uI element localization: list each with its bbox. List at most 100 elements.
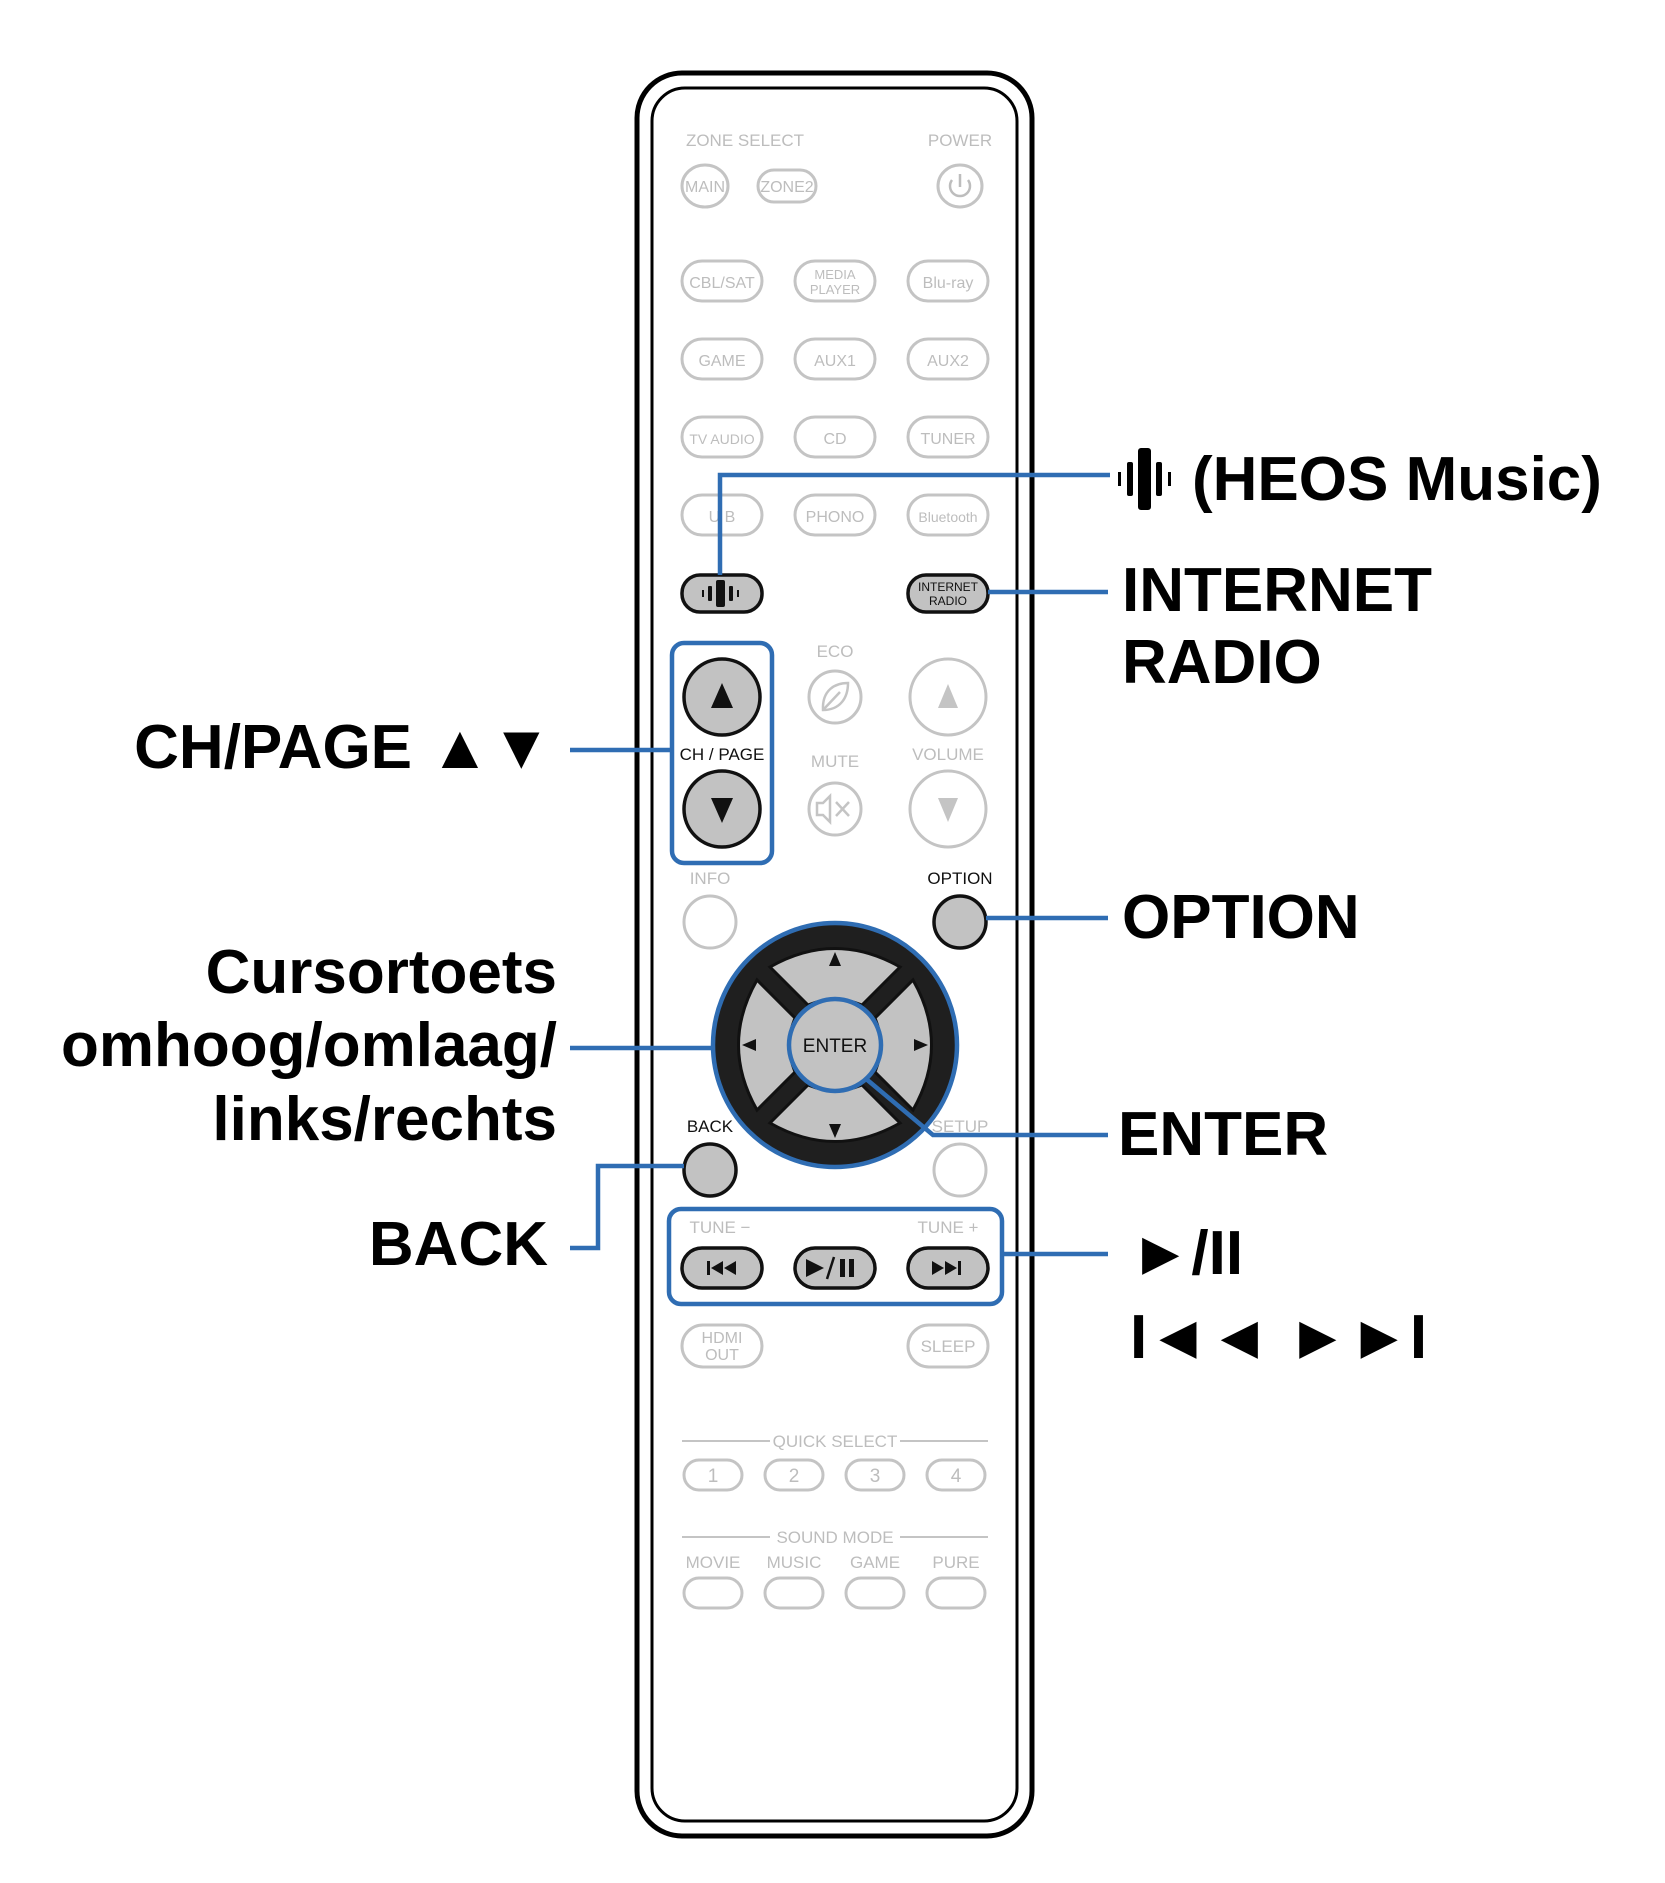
play-pause-button[interactable] xyxy=(793,1246,877,1290)
ch-page-highlight xyxy=(669,640,775,866)
eco-label: ECO xyxy=(817,642,854,661)
heos-callout-icon xyxy=(1118,448,1171,510)
enter-callout-label: ENTER xyxy=(1118,1100,1328,1169)
mute-button[interactable] xyxy=(807,781,863,837)
quick-select-3-button[interactable]: 3 xyxy=(844,1458,906,1492)
phono-button[interactable]: PHONO xyxy=(793,493,877,537)
heos-callout-label: (HEOS Music) xyxy=(1192,445,1602,514)
game-mode-label: GAME xyxy=(850,1553,900,1572)
power-icon xyxy=(948,174,972,198)
option-label: OPTION xyxy=(927,869,992,888)
aux2-button[interactable]: AUX2 xyxy=(906,337,990,381)
quick-select-3-label: 3 xyxy=(870,1466,881,1487)
back-callout-line xyxy=(570,1163,684,1251)
bluray-label: Blu-ray xyxy=(923,275,974,292)
internet-radio-callout-label-1: INTERNET xyxy=(1122,556,1432,625)
internet-radio-button-label-1: INTERNET xyxy=(918,580,979,594)
quick-select-1-button[interactable]: 1 xyxy=(682,1458,744,1492)
mute-icon xyxy=(815,792,850,826)
movie-label: MOVIE xyxy=(686,1553,741,1572)
play-pause-callout-label: ►/II xyxy=(1130,1219,1243,1288)
enter-highlight xyxy=(786,996,884,1094)
cbl-sat-label: CBL/SAT xyxy=(689,275,755,292)
volume-down-icon xyxy=(938,798,958,822)
volume-up-button[interactable] xyxy=(908,657,988,737)
media-player-button[interactable]: MEDIA PLAYER xyxy=(793,259,877,303)
main-button[interactable]: MAIN xyxy=(680,163,730,209)
quick-select-4-button[interactable]: 4 xyxy=(925,1458,987,1492)
phono-label: PHONO xyxy=(806,509,865,526)
skip-forward-button[interactable] xyxy=(906,1246,990,1290)
quick-select-4-label: 4 xyxy=(951,1466,962,1487)
setup-label: SETUP xyxy=(932,1117,989,1136)
cursor-up-icon xyxy=(829,952,841,966)
setup-button[interactable] xyxy=(932,1142,988,1198)
quick-select-2-label: 2 xyxy=(789,1466,800,1487)
music-label: MUSIC xyxy=(767,1553,822,1572)
tv-audio-button[interactable]: TV AUDIO xyxy=(680,415,764,459)
cursor-left-icon xyxy=(742,1039,756,1051)
game-mode-button[interactable] xyxy=(844,1576,906,1610)
power-button[interactable] xyxy=(936,163,984,209)
heos-button[interactable] xyxy=(680,573,764,614)
movie-button[interactable] xyxy=(682,1576,744,1610)
pure-label: PURE xyxy=(932,1553,979,1572)
ch-page-callout-label: CH/PAGE ▲▼ xyxy=(134,713,552,782)
aux2-label: AUX2 xyxy=(927,353,969,370)
tune-highlight xyxy=(666,1206,1005,1307)
info-button[interactable] xyxy=(682,894,738,950)
enter-button-label: ENTER xyxy=(803,1036,867,1057)
tuner-button[interactable]: TUNER xyxy=(906,415,990,459)
sleep-button[interactable]: SLEEP xyxy=(906,1323,990,1369)
quick-select-2-button[interactable]: 2 xyxy=(763,1458,825,1492)
skip-back-button[interactable] xyxy=(680,1246,764,1290)
tune-minus-label: TUNE − xyxy=(690,1218,751,1237)
pure-button[interactable] xyxy=(925,1576,987,1610)
ch-page-up-icon xyxy=(711,683,733,708)
zone-select-label: ZONE SELECT xyxy=(686,131,804,150)
bluray-button[interactable]: Blu-ray xyxy=(906,259,990,303)
skip-callout-label: I◄◄ ►►I xyxy=(1130,1303,1427,1372)
back-callout-label: BACK xyxy=(369,1210,548,1279)
eco-button[interactable] xyxy=(807,669,863,725)
mute-label: MUTE xyxy=(811,752,859,771)
play-pause-icon xyxy=(806,1256,854,1280)
remote-body-inner xyxy=(650,86,1019,1823)
cursor-callout-label-1: Cursortoets xyxy=(206,938,557,1007)
ch-page-down-icon xyxy=(711,798,733,823)
cbl-sat-button[interactable]: CBL/SAT xyxy=(680,259,764,303)
zone2-button[interactable]: ZONE2 xyxy=(756,168,818,204)
media-player-label-2: PLAYER xyxy=(810,282,860,297)
ch-page-up-button[interactable] xyxy=(682,657,762,737)
back-button[interactable] xyxy=(682,1142,738,1198)
tune-plus-label: TUNE + xyxy=(918,1218,979,1237)
cursor-down-icon xyxy=(829,1124,841,1138)
game-label: GAME xyxy=(698,353,745,370)
volume-down-button[interactable] xyxy=(908,769,988,849)
internet-radio-button[interactable]: INTERNET RADIO xyxy=(906,573,990,614)
cursor-pad: ENTER xyxy=(710,920,960,1170)
quick-select-label: QUICK SELECT xyxy=(773,1432,898,1451)
ch-page-down-button[interactable] xyxy=(682,769,762,849)
music-button[interactable] xyxy=(763,1576,825,1610)
media-player-label-1: MEDIA xyxy=(814,267,856,282)
quick-select-1-label: 1 xyxy=(708,1466,719,1487)
sound-mode-label: SOUND MODE xyxy=(776,1528,893,1547)
bluetooth-button[interactable]: Bluetooth xyxy=(906,493,990,537)
hdmi-out-label-2: OUT xyxy=(705,1347,739,1364)
cd-button[interactable]: CD xyxy=(793,415,877,459)
hdmi-out-button[interactable]: HDMI OUT xyxy=(680,1323,764,1369)
power-label: POWER xyxy=(928,131,992,150)
heos-callout-line xyxy=(717,472,1110,575)
option-button[interactable] xyxy=(932,894,988,950)
main-label: MAIN xyxy=(685,179,725,196)
cursor-right-icon xyxy=(914,1039,928,1051)
volume-up-icon xyxy=(938,684,958,708)
game-button[interactable]: GAME xyxy=(680,337,764,381)
tuner-label: TUNER xyxy=(920,431,975,448)
ch-page-label: CH / PAGE xyxy=(680,745,765,764)
aux1-button[interactable]: AUX1 xyxy=(793,337,877,381)
bluetooth-label: Bluetooth xyxy=(918,509,977,525)
